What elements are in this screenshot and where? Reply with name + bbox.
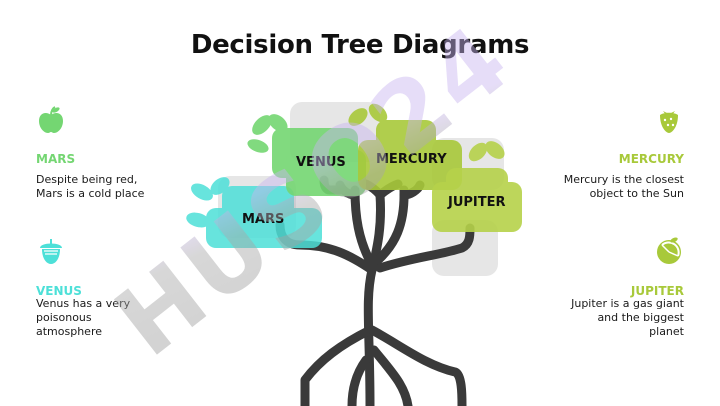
venus-node-label: VENUS bbox=[296, 155, 346, 170]
page-title: Decision Tree Diagrams bbox=[190, 30, 530, 60]
mars-node bbox=[186, 177, 322, 248]
mercury-description: Mercury is the closest object to the Sun bbox=[563, 173, 684, 200]
jupiter-info: JUPITER Jupiter is a gas giant and the b… bbox=[520, 236, 684, 346]
jupiter-node-label: JUPITER bbox=[448, 195, 506, 210]
lemon-icon bbox=[657, 237, 681, 264]
jupiter-node bbox=[432, 141, 522, 232]
mars-node-label: MARS bbox=[242, 212, 285, 227]
mercury-heading: MERCURY bbox=[618, 152, 684, 166]
venus-description: Venus has a very poisonous atmosphere bbox=[36, 297, 131, 338]
mars-heading: MARS bbox=[36, 152, 76, 166]
acorn-icon bbox=[40, 239, 62, 264]
mercury-node bbox=[348, 103, 462, 190]
mercury-info: MERCURY Mercury is the closest object to… bbox=[520, 105, 684, 205]
venus-info: VENUS Venus has a very poisonous atmosph… bbox=[36, 236, 206, 346]
mercury-node-label: MERCURY bbox=[376, 152, 447, 167]
strawberry-icon bbox=[660, 111, 678, 133]
jupiter-description: Jupiter is a gas giant and the biggest p… bbox=[571, 297, 684, 338]
mars-info: MARS Despite being red, Mars is a cold p… bbox=[36, 105, 206, 205]
mars-description: Despite being red, Mars is a cold place bbox=[36, 173, 145, 200]
venus-heading: VENUS bbox=[36, 284, 82, 298]
venus-node bbox=[247, 114, 366, 196]
jupiter-heading: JUPITER bbox=[630, 284, 684, 298]
apple-icon bbox=[39, 106, 63, 133]
